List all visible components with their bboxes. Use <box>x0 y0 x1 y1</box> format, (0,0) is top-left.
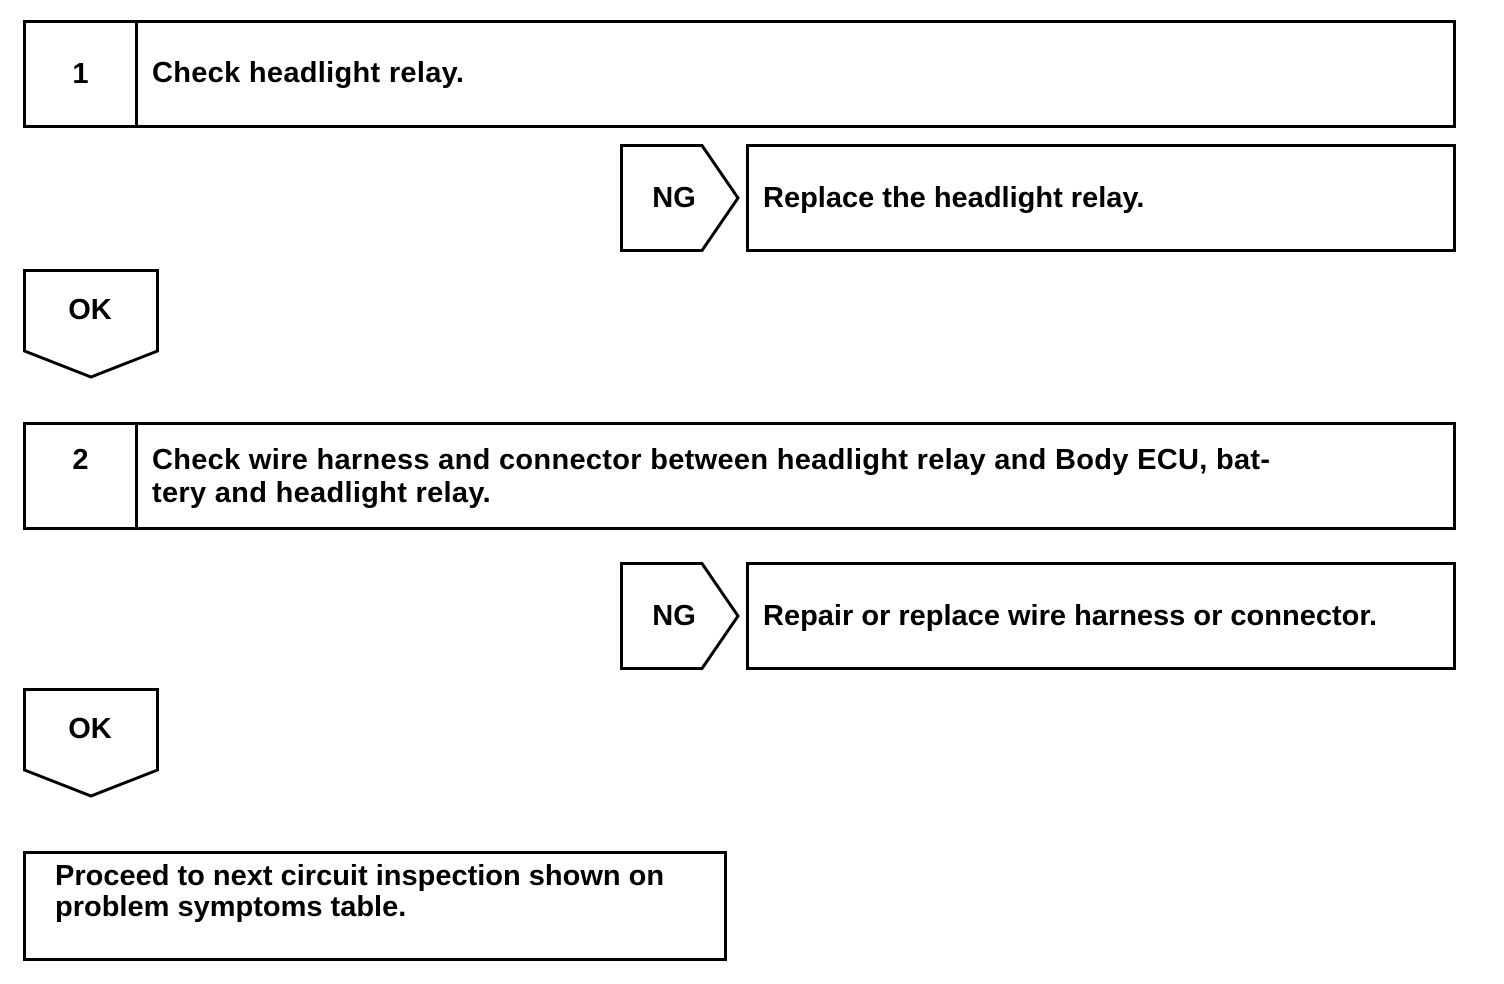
ok-arrow-2 <box>23 688 159 798</box>
step-1-number-text: 1 <box>72 57 89 90</box>
ng-label-1: NG <box>652 181 696 214</box>
ok-label-2: OK <box>68 713 112 745</box>
step-2-box: 2 Check wire harness and connector betwe… <box>23 422 1456 530</box>
ng-label-2: NG <box>652 599 696 632</box>
step-1-number: 1 <box>26 23 138 125</box>
ok-label-1: OK <box>68 294 112 326</box>
step-1-text: Check headlight relay. <box>152 57 465 89</box>
ng-action-2: Repair or replace wire harness or connec… <box>746 562 1456 670</box>
step-2-text-line-1: Check wire harness and connector between… <box>152 444 1271 476</box>
step-2-text-line-2: tery and headlight relay. <box>152 477 491 509</box>
step-1-box: 1 Check headlight relay. <box>23 20 1456 128</box>
final-action-line-2: problem symptoms table. <box>55 891 407 923</box>
ng-action-1: Replace the headlight relay. <box>746 144 1456 252</box>
ng-arrow-1 <box>620 144 740 252</box>
step-2-number-text: 2 <box>72 444 89 476</box>
ng-action-2-text: Repair or replace wire harness or connec… <box>763 599 1378 632</box>
ng-action-1-text: Replace the headlight relay. <box>763 181 1145 214</box>
final-action-line-1: Proceed to next circuit inspection shown… <box>55 860 665 892</box>
step-2-text: Check wire harness and connector between… <box>152 444 1433 510</box>
step-2-number: 2 <box>26 425 138 527</box>
final-action-box: Proceed to next circuit inspection shown… <box>23 851 727 961</box>
ng-arrow-2 <box>620 562 740 670</box>
ok-arrow-1 <box>23 269 159 379</box>
